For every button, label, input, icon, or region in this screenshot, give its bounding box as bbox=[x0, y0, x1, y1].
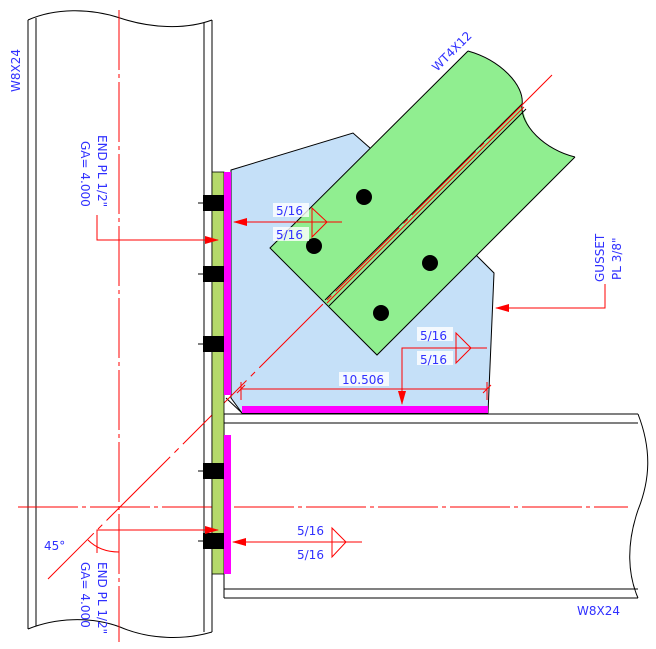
bolt bbox=[306, 238, 322, 254]
weld-symbol-gusset-endplate: 5/16 5/16 bbox=[233, 203, 342, 242]
weld-gusset-beam bbox=[242, 406, 488, 413]
beam-w8x24 bbox=[223, 413, 649, 599]
end-plate-lower-callout: 45° END PL 1/2" GA= 4.000 bbox=[44, 526, 219, 634]
end-plate bbox=[211, 171, 225, 575]
gusset-length-dimension: 10.506 bbox=[236, 372, 492, 400]
end-plate-upper-line2: GA= 4.000 bbox=[78, 141, 92, 207]
gusset-callout: GUSSET PL 3/8" bbox=[495, 233, 624, 312]
weld-size-bottom: 5/16 bbox=[297, 548, 324, 562]
end-plate-upper-line1: END PL 1/2" bbox=[95, 135, 109, 207]
weld-size-bottom: 5/16 bbox=[420, 353, 447, 367]
weld-symbol-beam-endplate: 5/16 5/16 bbox=[232, 524, 362, 562]
end-plate-bolts bbox=[198, 195, 224, 549]
dimension-value: 10.506 bbox=[342, 373, 384, 387]
gusset-label-line2: PL 3/8" bbox=[610, 237, 624, 280]
brace-workline bbox=[47, 74, 553, 580]
gusset-label-line1: GUSSET bbox=[593, 233, 607, 282]
bolt bbox=[373, 305, 389, 321]
brace-wt4x12 bbox=[269, 50, 576, 356]
column-break-top bbox=[27, 10, 213, 27]
weld-size-top: 5/16 bbox=[420, 329, 447, 343]
brace-angle: 45° bbox=[44, 539, 65, 553]
end-plate-lower-line2: GA= 4.000 bbox=[78, 562, 92, 628]
bolt bbox=[356, 189, 372, 205]
column-break-bottom bbox=[27, 619, 213, 638]
weld-beam-endplate bbox=[224, 435, 231, 574]
weld-symbol-gusset-beam: 5/16 5/16 bbox=[398, 327, 487, 405]
beam-label: W8X24 bbox=[577, 604, 620, 618]
weld-gusset-endplate bbox=[224, 172, 231, 395]
beam-break bbox=[629, 413, 649, 599]
bolt bbox=[422, 255, 438, 271]
weld-size-top: 5/16 bbox=[276, 204, 303, 218]
weld-size-top: 5/16 bbox=[297, 524, 324, 538]
end-plate-upper-callout: END PL 1/2" GA= 4.000 bbox=[78, 135, 219, 244]
weld-size-bottom: 5/16 bbox=[276, 228, 303, 242]
gusset-chamfer bbox=[225, 397, 243, 414]
column-label: W8X24 bbox=[9, 49, 23, 92]
end-plate-lower-line1: END PL 1/2" bbox=[95, 562, 109, 634]
